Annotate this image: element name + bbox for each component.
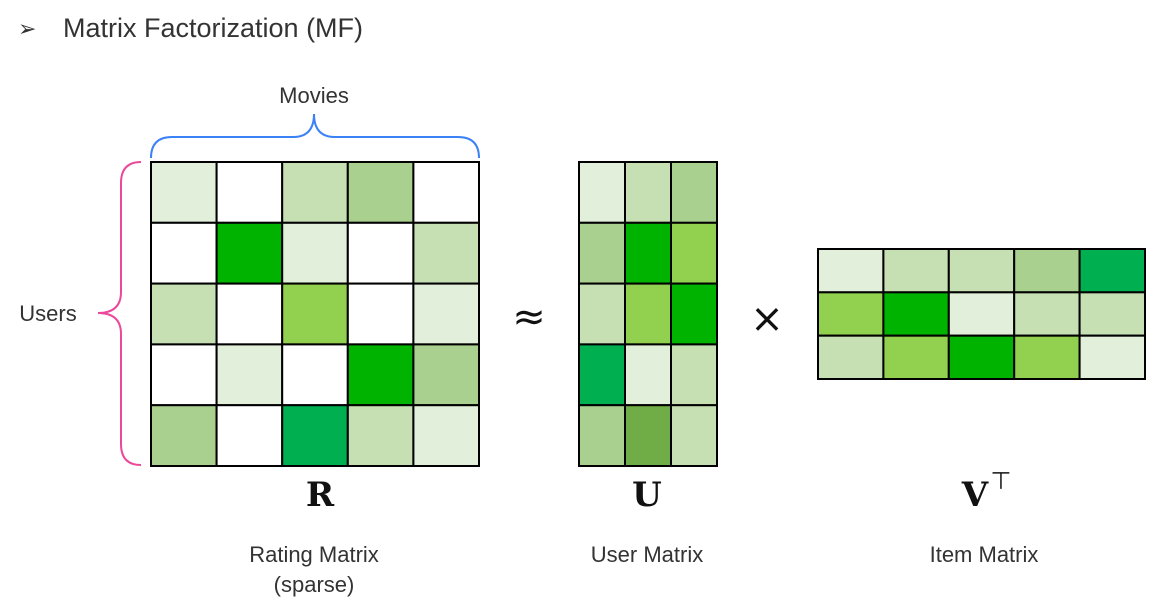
user-matrix-cell-r2-c1 [578,221,626,285]
rating-matrix-cell-r5-c5 [412,404,480,468]
item-matrix-cell-r2-c2 [882,291,950,337]
user-matrix-cell-r5-c1 [578,404,626,468]
item-matrix-cell-r1-c1 [817,248,885,294]
movies-label: Movies [279,83,349,108]
user-matrix-cell-r5-c2 [624,404,672,468]
user-matrix-cell-r2-c3 [670,221,718,285]
user-matrix-caption: User Matrix [591,542,703,567]
user-matrix-cell-r5-c3 [670,404,718,468]
user-matrix-cell-r3-c2 [624,282,672,346]
rating-matrix-cell-r4-c3 [281,343,349,407]
rating-matrix-cell-r4-c1 [150,343,218,407]
rating-matrix-cell-r4-c2 [215,343,284,407]
user-matrix-cell-r1-c2 [624,161,672,224]
rating-matrix-cell-r2-c1 [150,221,218,285]
users-brace [97,161,142,466]
rating-matrix-cell-r3-c3 [281,282,349,346]
item-matrix-cell-r2-c1 [817,291,885,337]
item-matrix-cell-r3-c2 [882,334,950,381]
rating-matrix-cell-r3-c4 [346,282,415,346]
item-matrix-cell-r1-c4 [1013,248,1081,294]
item-matrix-cell-r3-c1 [817,334,885,381]
rating-matrix-grid [150,161,480,468]
bullet-arrow-icon: ➢ [18,16,36,41]
rating-matrix-cell-r4-c5 [412,343,480,407]
rating-matrix-cell-r1-c4 [346,161,415,224]
rating-matrix-cell-r5-c2 [215,404,284,468]
rating-matrix-cell-r1-c1 [150,161,218,224]
item-matrix-caption: Item Matrix [930,542,1039,567]
rating-matrix-cell-r1-c2 [215,161,284,224]
user-matrix-grid [578,161,718,468]
user-matrix-cell-r2-c2 [624,221,672,285]
times-operator: × [750,296,784,342]
rating-matrix-symbol: R [306,475,335,515]
item-matrix-cell-r3-c5 [1078,334,1146,381]
item-matrix-grid [817,248,1146,381]
rating-matrix-cell-r5-c3 [281,404,349,468]
rating-matrix-cell-r2-c2 [215,221,284,285]
rating-matrix-cell-r2-c4 [346,221,415,285]
rating-matrix-cell-r4-c4 [346,343,415,407]
item-matrix-cell-r1-c2 [882,248,950,294]
user-matrix-cell-r1-c1 [578,161,626,224]
user-matrix-symbol: U [632,475,662,515]
item-matrix-cell-r3-c4 [1013,334,1081,381]
item-matrix-symbol: V [961,475,989,515]
user-matrix-cell-r4-c3 [670,343,718,407]
rating-matrix-cell-r5-c4 [346,404,415,468]
item-matrix-cell-r1-c5 [1078,248,1146,294]
approx-operator: ≈ [512,294,546,340]
page-title: Matrix Factorization (MF) [63,13,363,43]
users-label: Users [19,301,76,326]
rating-matrix-caption: Rating Matrix [249,542,379,567]
movies-brace [150,113,480,159]
user-matrix-cell-r4-c1 [578,343,626,407]
item-matrix-cell-r2-c4 [1013,291,1081,337]
rating-matrix-caption-sub: (sparse) [274,572,355,597]
rating-matrix-cell-r5-c1 [150,404,218,468]
item-matrix-cell-r3-c3 [947,334,1016,381]
item-matrix-cell-r1-c3 [947,248,1016,294]
item-matrix-cell-r2-c3 [947,291,1016,337]
rating-matrix-cell-r3-c2 [215,282,284,346]
transpose-superscript: ⊤ [991,467,1012,495]
rating-matrix-cell-r2-c3 [281,221,349,285]
rating-matrix-cell-r3-c5 [412,282,480,346]
user-matrix-cell-r3-c3 [670,282,718,346]
rating-matrix-cell-r2-c5 [412,221,480,285]
rating-matrix-cell-r1-c5 [412,161,480,224]
rating-matrix-cell-r1-c3 [281,161,349,224]
user-matrix-cell-r4-c2 [624,343,672,407]
rating-matrix-cell-r3-c1 [150,282,218,346]
user-matrix-cell-r1-c3 [670,161,718,224]
user-matrix-cell-r3-c1 [578,282,626,346]
item-matrix-cell-r2-c5 [1078,291,1146,337]
